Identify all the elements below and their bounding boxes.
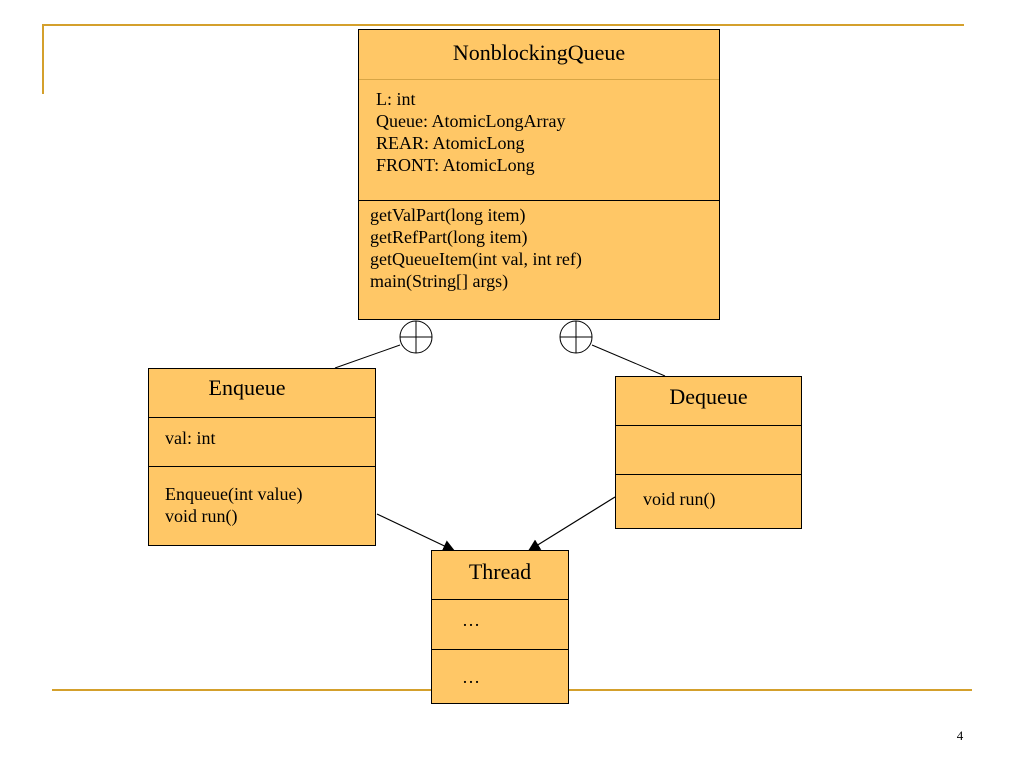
class-dequeue: Dequeue void run() bbox=[615, 376, 802, 529]
method-section: Enqueue(int value) void run() bbox=[149, 466, 375, 527]
class-name: NonblockingQueue bbox=[359, 30, 719, 80]
method: void run() bbox=[165, 506, 238, 526]
nesting-symbol-right bbox=[559, 320, 593, 354]
method: … bbox=[462, 667, 480, 687]
inheritance-arrow-enqueue bbox=[376, 513, 456, 552]
attribute: FRONT: AtomicLong bbox=[376, 155, 535, 175]
class-thread: Thread … … bbox=[431, 550, 569, 704]
attribute: … bbox=[462, 610, 480, 630]
method-section: void run() bbox=[616, 474, 801, 510]
method: getRefPart(long item) bbox=[370, 227, 528, 247]
left-rule bbox=[42, 24, 44, 94]
class-enqueue: Enqueue val: int Enqueue(int value) void… bbox=[148, 368, 376, 546]
attribute-section: L: int Queue: AtomicLongArray REAR: Atom… bbox=[359, 80, 719, 200]
nesting-symbol-left bbox=[399, 320, 433, 354]
class-name: Thread bbox=[432, 551, 568, 600]
class-name: Dequeue bbox=[616, 377, 801, 426]
attribute: val: int bbox=[165, 428, 216, 448]
attribute-section bbox=[616, 426, 801, 474]
method-section: … bbox=[432, 649, 568, 688]
attribute: Queue: AtomicLongArray bbox=[376, 111, 566, 131]
method: Enqueue(int value) bbox=[165, 484, 303, 504]
page-number: 4 bbox=[956, 728, 964, 743]
class-nonblockingqueue: NonblockingQueue L: int Queue: AtomicLon… bbox=[358, 29, 720, 320]
class-name: Enqueue bbox=[149, 369, 375, 418]
attribute-section: … bbox=[432, 600, 568, 649]
attribute-section: val: int bbox=[149, 418, 375, 466]
attribute: REAR: AtomicLong bbox=[376, 133, 525, 153]
inheritance-arrow-dequeue bbox=[527, 496, 616, 552]
method: main(String[] args) bbox=[370, 271, 509, 291]
method: getQueueItem(int val, int ref) bbox=[370, 249, 582, 269]
top-rule bbox=[42, 24, 964, 26]
method: void run() bbox=[643, 489, 716, 509]
attribute: L: int bbox=[376, 89, 416, 109]
method-section: getValPart(long item) getRefPart(long it… bbox=[359, 200, 719, 292]
method: getValPart(long item) bbox=[370, 205, 526, 225]
nesting-link-enqueue bbox=[334, 344, 401, 369]
nesting-link-dequeue bbox=[591, 344, 666, 377]
